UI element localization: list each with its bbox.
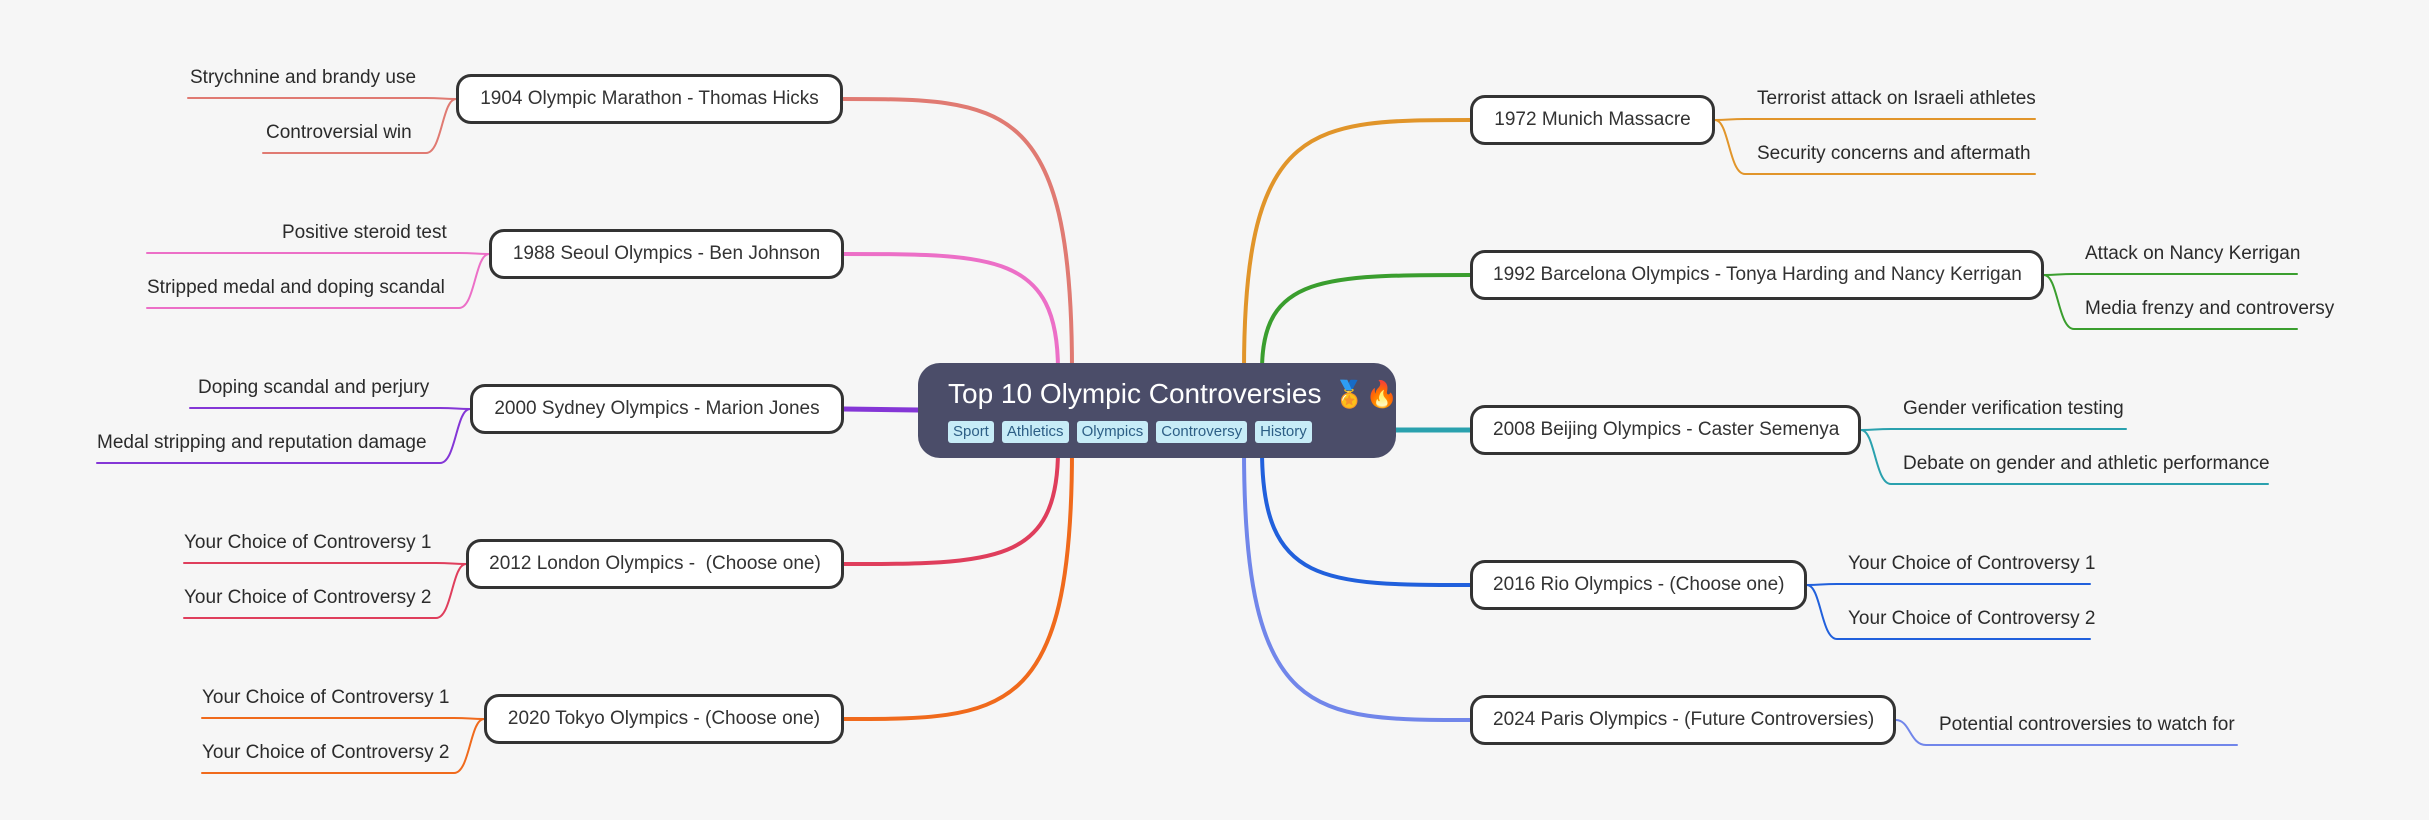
leaf-rio-choice-2[interactable]: Your Choice of Controversy 2 — [1848, 608, 2096, 629]
leaf-london-choice-1[interactable]: Your Choice of Controversy 1 — [184, 532, 432, 553]
leaf-doping-perjury[interactable]: Doping scandal and perjury — [198, 377, 430, 398]
connector-branch-leaf — [183, 562, 467, 565]
connector-branch-leaf — [1895, 719, 2238, 746]
branch-2016-rio[interactable]: 2016 Rio Olympics - (Choose one) — [1470, 560, 1807, 610]
leaf-potential-controversies[interactable]: Potential controversies to watch for — [1939, 714, 2235, 735]
central-topic-title: Top 10 Olympic Controversies 🏅🔥 — [948, 378, 1399, 410]
branch-2020-tokyo[interactable]: 2020 Tokyo Olympics - (Choose one) — [484, 694, 844, 744]
connector-branch-leaf — [1860, 428, 2127, 431]
connector-branch-leaf — [183, 563, 467, 619]
leaf-strychnine[interactable]: Strychnine and brandy use — [190, 67, 417, 88]
leaf-media-frenzy[interactable]: Media frenzy and controversy — [2085, 298, 2335, 319]
branch-1988-seoul[interactable]: 1988 Seoul Olympics - Ben Johnson — [489, 229, 844, 279]
medal-fire-emoji-icon: 🏅🔥 — [1333, 380, 1399, 410]
connector-branch-leaf — [2043, 273, 2298, 276]
tag-sport[interactable]: Sport — [948, 421, 994, 443]
branch-1904-marathon[interactable]: 1904 Olympic Marathon - Thomas Hicks — [456, 74, 843, 124]
leaf-medal-stripping[interactable]: Medal stripping and reputation damage — [97, 432, 427, 453]
leaf-rio-choice-1[interactable]: Your Choice of Controversy 1 — [1848, 553, 2096, 574]
leaf-tokyo-choice-1[interactable]: Your Choice of Controversy 1 — [202, 687, 450, 708]
branch-2012-london[interactable]: 2012 London Olympics - (Choose one) — [466, 539, 844, 589]
connector-root-branch — [842, 252, 1060, 372]
leaf-stripped-medal[interactable]: Stripped medal and doping scandal — [147, 277, 445, 298]
connector-root-branch — [1242, 448, 1472, 722]
connector-branch-leaf — [262, 98, 457, 154]
leaf-terrorist-attack[interactable]: Terrorist attack on Israeli athletes — [1757, 88, 2036, 109]
leaf-security-concerns[interactable]: Security concerns and aftermath — [1757, 143, 2031, 164]
leaf-london-choice-2[interactable]: Your Choice of Controversy 2 — [184, 587, 432, 608]
branch-2024-paris[interactable]: 2024 Paris Olympics - (Future Controvers… — [1470, 695, 1896, 745]
connector-branch-leaf — [187, 97, 457, 100]
tag-controversy[interactable]: Controversy — [1156, 421, 1248, 443]
connector-branch-leaf — [2043, 274, 2298, 330]
connector-branch-leaf — [146, 253, 490, 309]
connector-branch-leaf — [189, 407, 471, 410]
tag-athletics[interactable]: Athletics — [1001, 421, 1069, 443]
tag-list: Sport Athletics Olympics Controversy His… — [948, 421, 1366, 443]
connector-branch-leaf — [1806, 583, 2091, 586]
branch-1972-munich[interactable]: 1972 Munich Massacre — [1470, 95, 1715, 145]
connector-root-branch — [1260, 448, 1472, 587]
leaf-positive-steroid[interactable]: Positive steroid test — [282, 222, 447, 243]
branch-2008-beijing[interactable]: 2008 Beijing Olympics - Caster Semenya — [1470, 405, 1861, 455]
leaf-gender-verification[interactable]: Gender verification testing — [1903, 398, 2124, 419]
connector-root-branch — [1260, 273, 1472, 372]
tag-history[interactable]: History — [1255, 421, 1312, 443]
central-topic[interactable]: Top 10 Olympic Controversies 🏅🔥 Sport At… — [918, 363, 1399, 458]
branch-2000-sydney[interactable]: 2000 Sydney Olympics - Marion Jones — [470, 384, 844, 434]
leaf-controversial-win[interactable]: Controversial win — [266, 122, 412, 143]
connector-root-branch — [841, 406, 921, 413]
connector-root-branch — [842, 448, 1074, 721]
leaf-attack-kerrigan[interactable]: Attack on Nancy Kerrigan — [2085, 243, 2301, 264]
connector-root-branch — [842, 448, 1060, 566]
connector-root-branch — [1242, 118, 1472, 372]
connector-branch-leaf — [201, 718, 485, 774]
connector-branch-leaf — [1714, 119, 2036, 175]
connector-branch-leaf — [146, 252, 490, 255]
connector-branch-leaf — [1714, 118, 2036, 121]
connector-branch-leaf — [96, 408, 471, 464]
connector-branch-leaf — [1860, 429, 2269, 485]
connector-branch-leaf — [1806, 584, 2091, 640]
leaf-gender-debate[interactable]: Debate on gender and athletic performanc… — [1903, 453, 2270, 474]
leaf-tokyo-choice-2[interactable]: Your Choice of Controversy 2 — [202, 742, 450, 763]
connector-root-branch — [841, 97, 1074, 372]
branch-1992-barcelona[interactable]: 1992 Barcelona Olympics - Tonya Harding … — [1470, 250, 2044, 300]
tag-olympics[interactable]: Olympics — [1076, 421, 1149, 443]
connector-branch-leaf — [201, 717, 485, 720]
